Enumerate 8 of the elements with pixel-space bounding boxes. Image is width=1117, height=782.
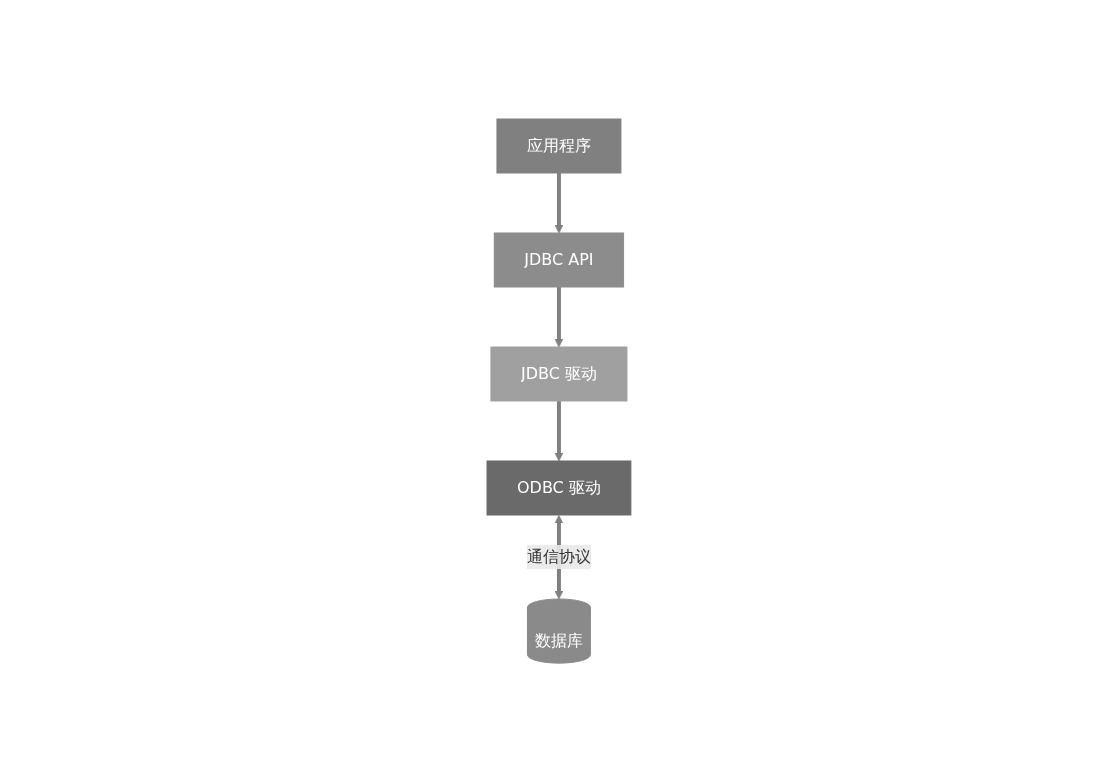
arrow (554, 286, 563, 348)
node-box: JDBC 驱动 (490, 346, 627, 402)
node-box: JDBC API (493, 232, 624, 288)
edge-label: 通信协议 (526, 546, 591, 566)
node-box: 应用程序 (496, 118, 621, 174)
arrow (554, 400, 563, 462)
arrow (554, 172, 563, 234)
node-box: ODBC 驱动 (486, 460, 631, 516)
